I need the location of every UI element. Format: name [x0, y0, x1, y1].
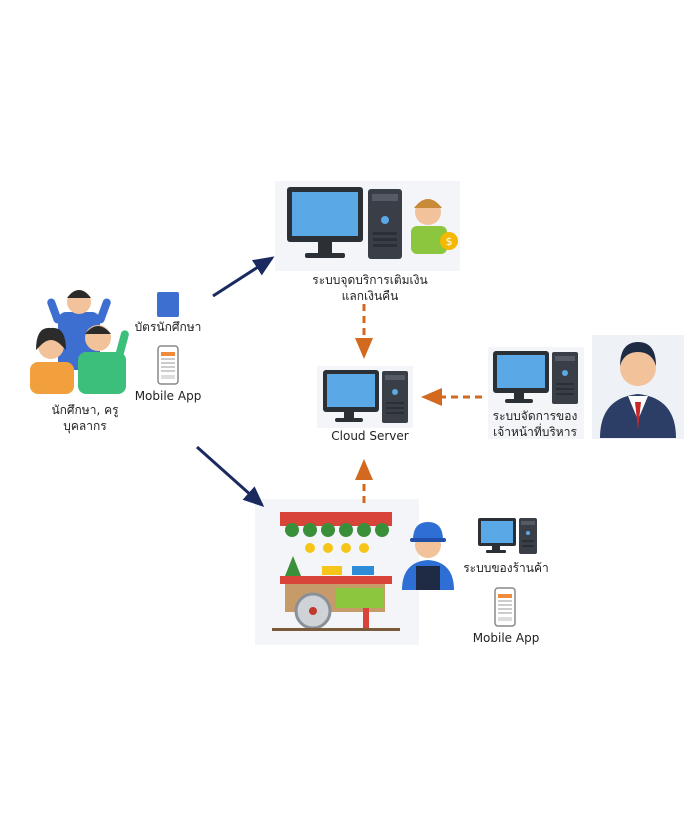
users-label-line1: นักศึกษา, ครู: [51, 403, 119, 417]
admin-computer-icon: [493, 351, 578, 404]
arrow-users-to-shop: [196, 445, 265, 507]
topup-computer-icon: [287, 187, 402, 259]
users-label-line2: บุคลากร: [63, 419, 107, 433]
mobile-phone-icon: [157, 345, 179, 385]
topup-label-line2: แลกเงินคืน: [341, 289, 399, 303]
admin-label-line2: เจ้าหน้าที่บริหาร: [493, 425, 577, 439]
student-card-icon: [157, 292, 179, 317]
topup-label-line1: ระบบจุดบริการเติมเงิน: [312, 273, 428, 287]
users-label: นักศึกษา, ครู บุคลากร: [30, 402, 140, 434]
cloud-server-icon: [323, 370, 408, 423]
cashier-person-icon: $: [411, 199, 458, 254]
mobile-app-shop-label: Mobile App: [472, 631, 540, 645]
shop-system-label: ระบบของร้านค้า: [463, 561, 549, 575]
cloud-server-label: Cloud Server: [331, 429, 409, 443]
shop-computer-icon: [478, 518, 537, 554]
student-card-label: บัตรนักศึกษา: [134, 320, 202, 334]
svg-text:$: $: [446, 235, 453, 248]
shop-mobile-phone-icon: [494, 587, 516, 627]
mobile-app-user-label: Mobile App: [134, 389, 202, 403]
admin-person-icon: [600, 342, 676, 438]
admin-label-line1: ระบบจัดการของ: [492, 409, 578, 423]
admin-label: ระบบจัดการของ เจ้าหน้าที่บริหาร: [480, 408, 590, 440]
users-group-icon: [30, 290, 129, 394]
food-cart-icon: [272, 512, 400, 631]
topup-label: ระบบจุดบริการเติมเงิน แลกเงินคืน: [290, 272, 450, 304]
vendor-person-icon: [402, 522, 454, 590]
arrow-users-to-topup: [212, 256, 275, 298]
